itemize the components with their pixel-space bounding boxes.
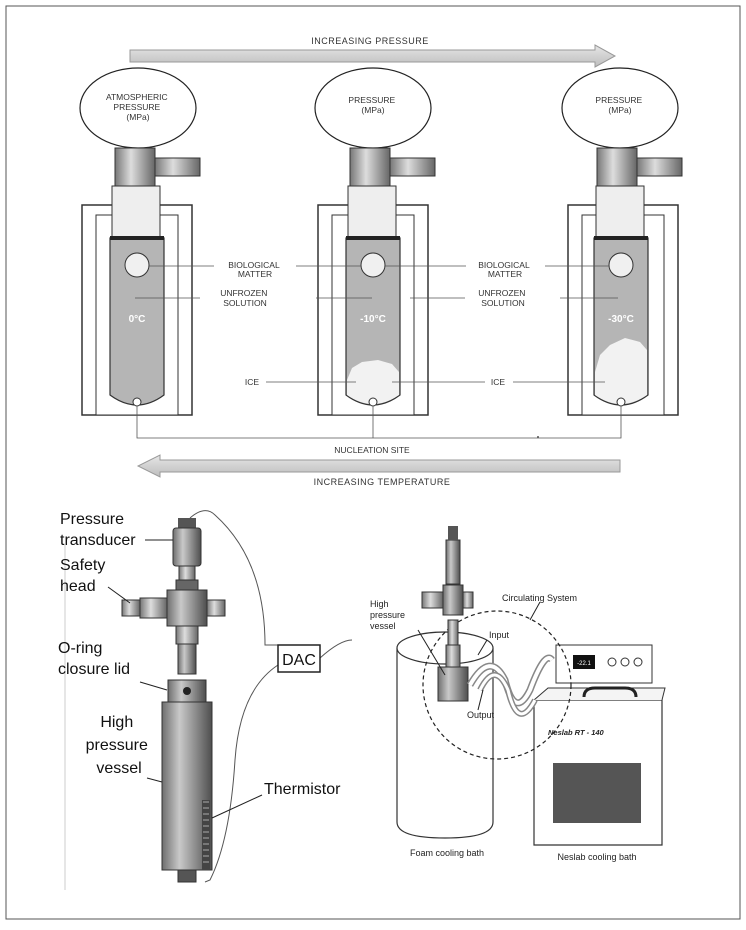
- output-label: Output: [467, 710, 495, 720]
- safety-head-fitting: [139, 597, 168, 619]
- valve-handle-left: [154, 157, 201, 177]
- nucleation-site-left: [132, 397, 142, 407]
- biological-matter-mid: [360, 252, 386, 278]
- nucleation-site-right: [616, 397, 626, 407]
- circulating-system-label: Circulating System: [502, 593, 577, 603]
- valve-handle-mid: [389, 157, 436, 177]
- oring-closure-label: O-ring closure lid: [58, 640, 130, 678]
- increasing-pressure-arrow: [129, 44, 617, 68]
- circulating-system-circle: [422, 610, 572, 760]
- high-pressure-vessel-label-right: High pressure vessel: [370, 599, 408, 631]
- ice-mid: [347, 360, 399, 404]
- callout-lines: [135, 265, 618, 383]
- valve-block-mid: [349, 147, 391, 187]
- neslab-cooling-bath-label: Neslab cooling bath: [557, 852, 636, 862]
- nucleation-lines: [136, 406, 622, 439]
- neslab-window: [553, 763, 641, 823]
- apparatus-left: [64, 510, 353, 890]
- cross-fitting: [166, 589, 208, 627]
- valve-handle-right: [636, 157, 683, 177]
- dac-label: DAC: [282, 652, 316, 669]
- biological-matter-right: [608, 252, 634, 278]
- vessel-mid: [314, 67, 436, 416]
- valve-block-left: [114, 147, 156, 187]
- increasing-temperature-label: INCREASING TEMPERATURE: [314, 477, 451, 487]
- thermistor-label: Thermistor: [264, 781, 341, 798]
- increasing-temperature-arrow: [136, 454, 621, 478]
- vessel-right: [561, 67, 683, 416]
- pressure-transducer-label: Pressure transducer: [60, 511, 136, 549]
- temp-left: 0°C: [129, 314, 146, 325]
- vessel-cap-right: [595, 185, 645, 239]
- gauge-right-label: PRESSURE (MPa): [595, 95, 644, 115]
- valve-block-right: [596, 147, 638, 187]
- page-border: [5, 5, 741, 920]
- safety-head-label: Safety head: [60, 557, 110, 595]
- high-pressure-vessel-label-left: High pressure vessel: [86, 714, 153, 777]
- foam-cooling-bath: [396, 648, 494, 839]
- tube-rim-mid: [346, 236, 400, 240]
- vessel-cap-mid: [347, 185, 397, 239]
- nucleation-site-mid: [368, 397, 378, 407]
- increasing-pressure-label: INCREASING PRESSURE: [311, 36, 429, 46]
- high-pressure-vessel-right: [437, 666, 469, 702]
- dac-box: [277, 644, 321, 673]
- pressure-transducer: [172, 527, 202, 567]
- unfrozen-solution-label-1: UNFROZEN SOLUTION: [220, 288, 270, 308]
- nucleation-site-label: NUCLEATION SITE: [334, 445, 410, 455]
- vessel-left: [79, 67, 201, 416]
- foam-cooling-bath-label: Foam cooling bath: [410, 848, 484, 858]
- tube-rim-right: [594, 236, 648, 240]
- vessel-cap-left: [111, 185, 161, 239]
- biological-matter-label-1: BIOLOGICAL MATTER: [228, 260, 282, 279]
- temp-mid: -10°C: [360, 314, 386, 325]
- neslab-model-label: Neslab RT - 140: [548, 728, 605, 737]
- apparatus-right: [396, 526, 666, 846]
- tube-rim-left: [110, 236, 164, 240]
- ice-label-1: ICE: [245, 377, 260, 387]
- unfrozen-solution-label-2: UNFROZEN SOLUTION: [478, 288, 528, 308]
- neslab-display-value: -22.1: [577, 661, 591, 667]
- gauge-left-label: ATMOSPHERIC PRESSURE (MPa): [106, 92, 170, 122]
- transducer-top: [178, 518, 196, 528]
- ice-label-2: ICE: [491, 377, 506, 387]
- neslab-display: [573, 655, 595, 669]
- input-label: Input: [489, 630, 510, 640]
- biological-matter-label-2: BIOLOGICAL MATTER: [478, 260, 532, 279]
- thermistor-strip: [202, 800, 210, 870]
- ice-right: [595, 338, 647, 404]
- biological-matter-left: [124, 252, 150, 278]
- temp-right: -30°C: [608, 314, 634, 325]
- gauge-mid-label: PRESSURE (MPa): [348, 95, 397, 115]
